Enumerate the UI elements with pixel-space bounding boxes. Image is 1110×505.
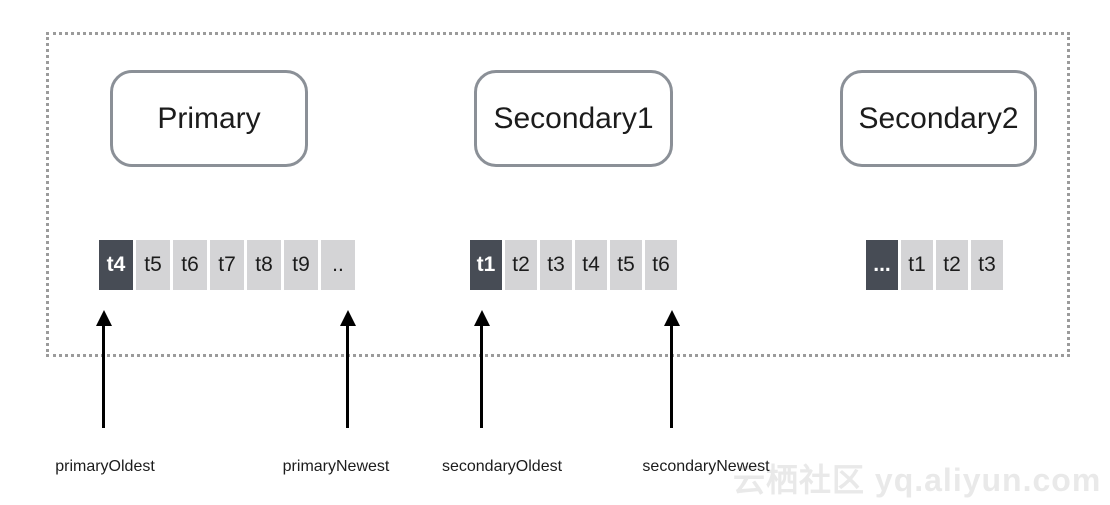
oplog-cell: t1: [901, 240, 933, 290]
oplog-cell: t7: [210, 240, 244, 290]
arrow-head-icon: [96, 310, 112, 326]
oplog-cell: ...: [866, 240, 898, 290]
node-secondary2-label: Secondary2: [858, 101, 1019, 135]
arrow-head-icon: [664, 310, 680, 326]
oplog-cell: t6: [645, 240, 677, 290]
node-secondary1: Secondary1: [474, 70, 673, 167]
oplog-cell: t5: [136, 240, 170, 290]
oplog-cell: t2: [505, 240, 537, 290]
watermark-text: 云栖社区 yq.aliyun.com: [733, 462, 1102, 498]
label-secondary-oldest: secondaryOldest: [441, 458, 563, 475]
oplog-cell: t4: [99, 240, 133, 290]
oplog-cell: t2: [936, 240, 968, 290]
node-primary-label: Primary: [157, 101, 261, 135]
label-secondary-newest: secondaryNewest: [642, 458, 770, 475]
arrow-line: [102, 324, 105, 428]
node-secondary2: Secondary2: [840, 70, 1037, 167]
oplog-cell: t3: [540, 240, 572, 290]
oplog-cell: t4: [575, 240, 607, 290]
arrow-head-icon: [474, 310, 490, 326]
node-secondary1-label: Secondary1: [493, 101, 654, 135]
oplog-row-secondary2: ... t1 t2 t3: [866, 240, 1003, 290]
arrow-line: [480, 324, 483, 428]
oplog-cell: t6: [173, 240, 207, 290]
arrow-line: [670, 324, 673, 428]
oplog-row-primary: t4 t5 t6 t7 t8 t9 ..: [99, 240, 355, 290]
oplog-cell: t5: [610, 240, 642, 290]
replica-set-boundary: [46, 32, 1070, 357]
arrow-line: [346, 324, 349, 428]
oplog-cell: t8: [247, 240, 281, 290]
oplog-cell: t1: [470, 240, 502, 290]
node-primary: Primary: [110, 70, 308, 167]
label-primary-newest: primaryNewest: [282, 458, 390, 475]
label-primary-oldest: primaryOldest: [55, 458, 155, 475]
oplog-cell: t9: [284, 240, 318, 290]
oplog-cell: ..: [321, 240, 355, 290]
oplog-row-secondary1: t1 t2 t3 t4 t5 t6: [470, 240, 677, 290]
oplog-cell: t3: [971, 240, 1003, 290]
arrow-head-icon: [340, 310, 356, 326]
